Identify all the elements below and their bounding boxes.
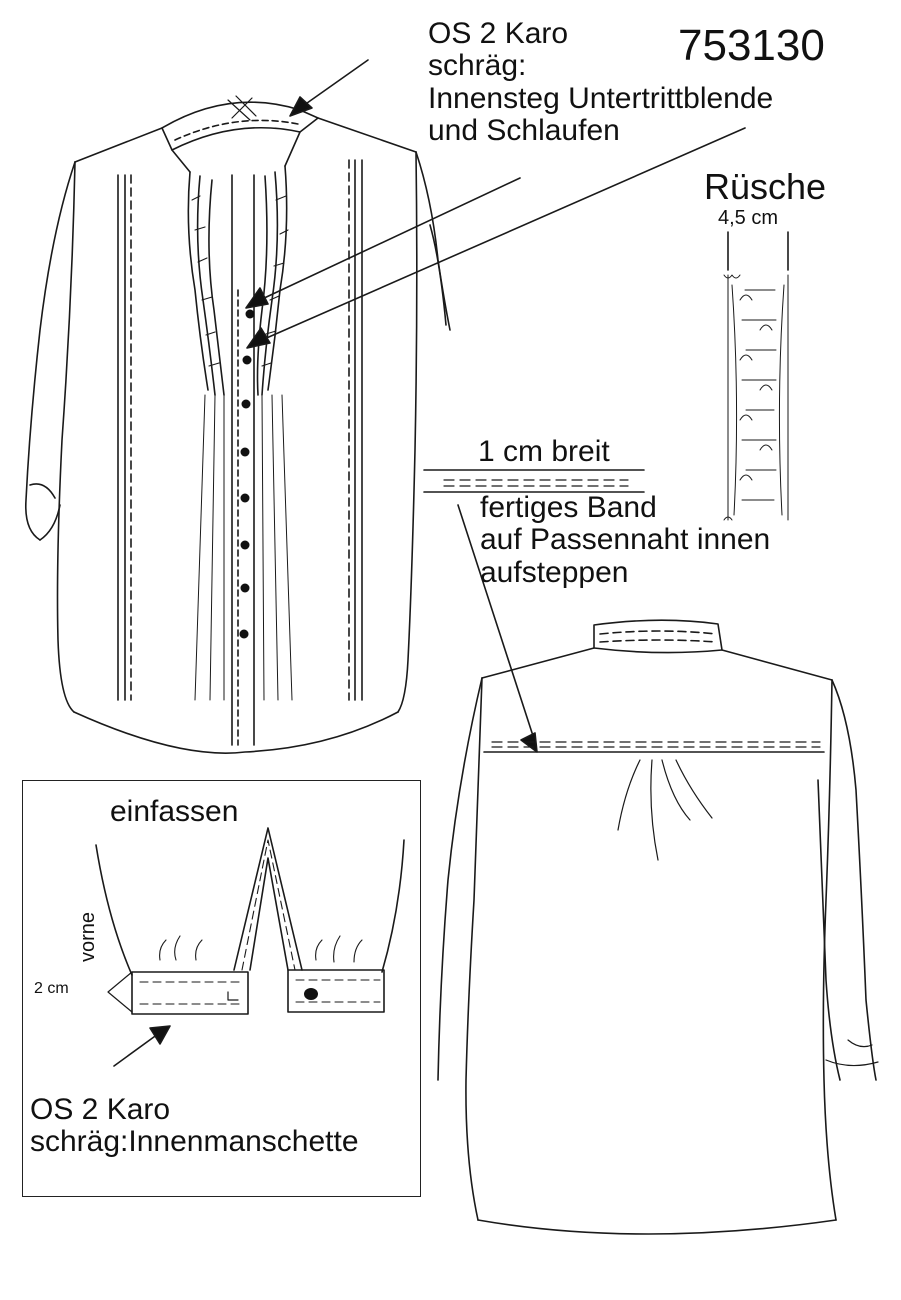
band-note-line: fertiges Band xyxy=(480,491,657,524)
article-number: 753130 xyxy=(678,21,825,70)
front-note-line: schräg: xyxy=(428,49,527,83)
front-note-line: Innensteg Untertrittblende xyxy=(428,81,774,115)
binding-label: einfassen xyxy=(110,795,239,828)
cuff-note-line: OS 2 Karo xyxy=(30,1093,171,1126)
band-note: fertiges Band auf Passennaht innen aufst… xyxy=(480,491,771,589)
front-side-label: vorne xyxy=(77,911,99,962)
ruffle-title: Rüsche xyxy=(704,166,827,207)
blouse-back-view xyxy=(437,619,879,1235)
cuff-note-line: schräg:Innenmanschette xyxy=(30,1125,359,1159)
front-note-line: und Schlaufen xyxy=(428,114,620,148)
front-annotation-arrows xyxy=(245,59,746,349)
cuff-height-label: 2 cm xyxy=(34,980,69,997)
front-note-line: OS 2 Karo xyxy=(428,17,569,50)
ruffle-detail xyxy=(723,231,789,521)
band-width-label: 1 cm breit xyxy=(478,435,610,468)
front-note: OS 2 Karo schräg: Innensteg Untertrittbl… xyxy=(428,17,774,148)
cuff-detail-drawing xyxy=(95,827,405,1067)
cuff-note: OS 2 Karo schräg:Innenmanschette xyxy=(30,1093,359,1159)
ruffle-width-label: 4,5 cm xyxy=(718,207,779,229)
front-buttons xyxy=(239,309,255,639)
band-note-line: auf Passennaht innen xyxy=(480,523,771,557)
cuff-detail-frame xyxy=(22,780,421,1197)
band-note-line: aufsteppen xyxy=(480,555,629,589)
blouse-front-view xyxy=(24,95,451,754)
